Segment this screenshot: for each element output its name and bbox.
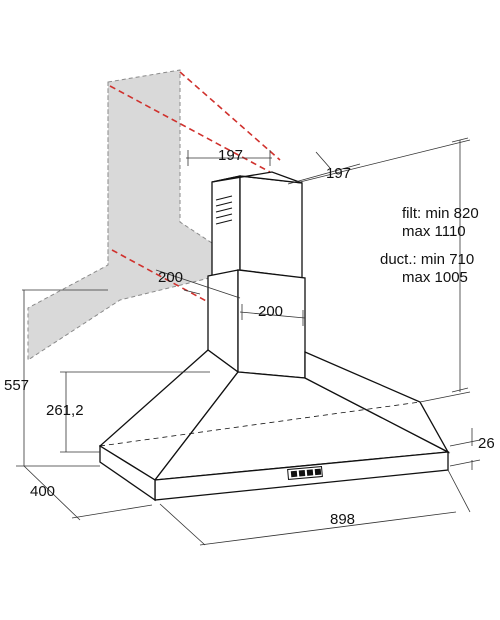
ducted-note-line1: duct.: min 710 bbox=[380, 251, 474, 268]
dim-hood-depth-label: 400 bbox=[30, 483, 55, 500]
ducted-note-line2: max 1005 bbox=[402, 269, 468, 286]
filter-note-line1: filt: min 820 bbox=[402, 205, 479, 222]
control-button-2 bbox=[298, 470, 306, 477]
dim-lower-chimney-width-label: 200 bbox=[258, 303, 283, 320]
control-button-3 bbox=[306, 469, 314, 476]
dim-lower-chimney-depth-label: 200 bbox=[158, 269, 183, 286]
upper-chimney-front bbox=[239, 175, 303, 279]
filter-note-line2: max 1110 bbox=[402, 223, 466, 240]
control-panel bbox=[287, 465, 323, 481]
dim-canopy-height-label: 261,2 bbox=[46, 402, 84, 419]
dimension-lines bbox=[16, 137, 481, 546]
dim-front-lip-label: 26 bbox=[478, 435, 495, 452]
lower-chimney-front bbox=[237, 269, 306, 379]
upper-chimney-side bbox=[211, 175, 241, 277]
dim-chimney-depth-label: 197 bbox=[218, 147, 243, 164]
chimney-vent-slots bbox=[215, 195, 233, 225]
red-guide-top-right bbox=[179, 71, 281, 161]
dim-hood-width-label: 898 bbox=[330, 511, 355, 528]
red-guide-mid bbox=[111, 249, 246, 323]
hood-lip-left bbox=[99, 444, 156, 502]
control-button-1 bbox=[290, 470, 298, 478]
dim-hood-height-label: 557 bbox=[4, 377, 29, 394]
upper-chimney-top bbox=[211, 171, 303, 184]
wall-silhouette bbox=[27, 69, 252, 361]
control-button-4 bbox=[314, 468, 322, 476]
dim-chimney-width-label: 197 bbox=[326, 165, 351, 182]
